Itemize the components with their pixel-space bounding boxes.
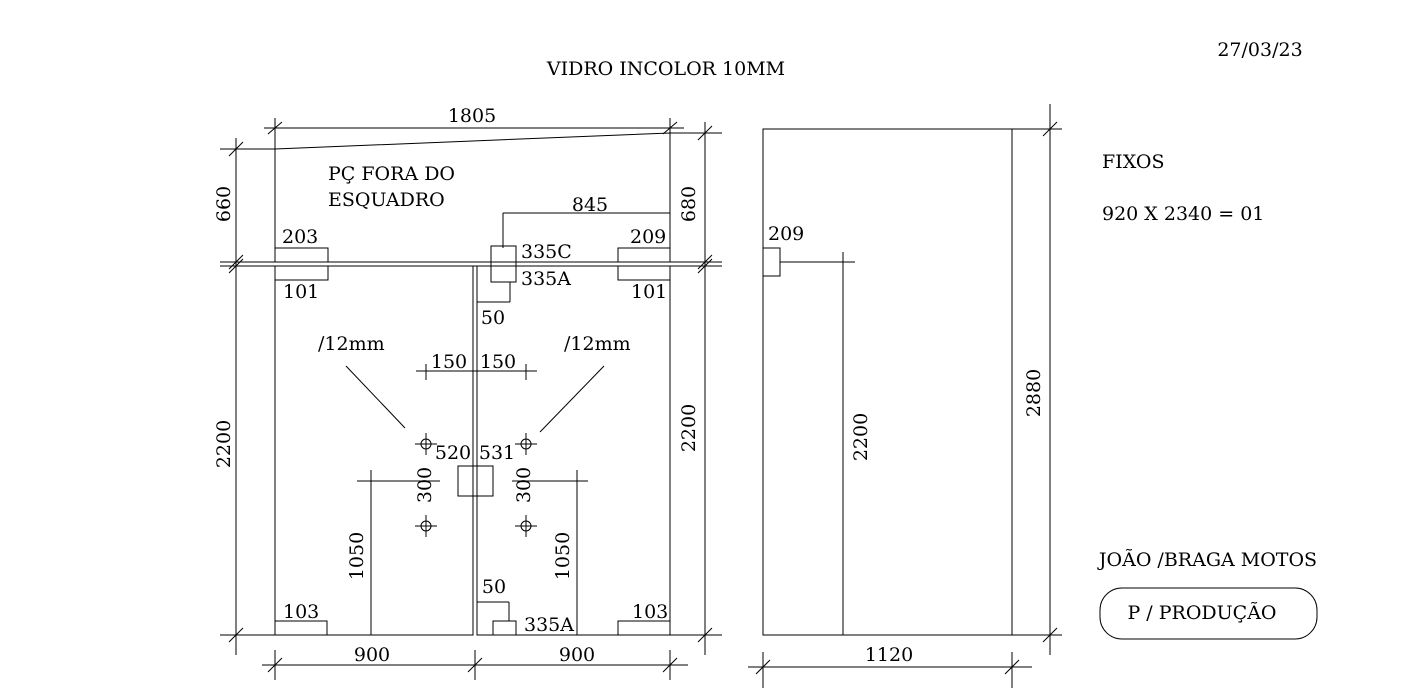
hole-bottom-left: [415, 515, 437, 537]
dim-tick: [697, 258, 713, 274]
dim-tick: [467, 657, 483, 673]
leader-right: [539, 365, 605, 433]
dim-tick: [755, 659, 771, 675]
fitting-101-left: [274, 265, 329, 281]
fitting-209-fixed: [762, 247, 781, 277]
fitting-101-right: [617, 265, 671, 281]
hole-top-right: [515, 433, 537, 455]
dim-left-upper-height: 660: [213, 186, 235, 222]
left-elevation: 1805 660 2200 680 2200 PÇ FORA DO ESQUAD…: [213, 105, 722, 680]
dim-1120: 1120: [865, 644, 913, 666]
dim-2200-fixed: 2200: [850, 413, 872, 461]
hole-bottom-right: [515, 515, 537, 537]
dim-tick: [1042, 627, 1058, 643]
dim-tick: [1042, 121, 1058, 137]
dim-300-right: 300: [513, 467, 535, 503]
dim-150-right: 150: [480, 351, 516, 373]
dim-tick: [228, 141, 244, 157]
dim-2880: 2880: [1023, 369, 1045, 417]
label-335c: 335C: [521, 241, 572, 263]
production-stamp-label: P / PRODUÇÃO: [1127, 602, 1276, 624]
fixed-glass-outline: [762, 128, 1013, 636]
label-101-left: 101: [283, 281, 319, 303]
dim-tick: [697, 627, 713, 643]
hole-label-left: ∕12mm: [318, 333, 385, 355]
label-209: 209: [630, 226, 666, 248]
right-elevation: 209 2200 2880 1120: [748, 104, 1062, 688]
dim-tick: [697, 254, 713, 270]
dim-tick: [228, 258, 244, 274]
label-335a-top: 335A: [521, 268, 571, 290]
label-203: 203: [282, 226, 318, 248]
dim-845: 845: [572, 194, 608, 216]
door-leaf-left: [274, 265, 474, 636]
fitting-103-left: [274, 620, 328, 636]
fixed-label: FIXOS: [1102, 151, 1164, 173]
dim-top-width: 1805: [448, 105, 496, 127]
dim-tick: [1004, 659, 1020, 675]
dim-1050-left: 1050: [346, 532, 368, 580]
label-335a-bottom: 335A: [524, 614, 574, 636]
dim-tick: [662, 657, 678, 673]
door-leaf-right: [476, 265, 671, 636]
dim-tick: [228, 627, 244, 643]
note-line-1: PÇ FORA DO: [328, 163, 455, 185]
dim-tick: [662, 121, 678, 135]
dim-tick: [267, 657, 283, 673]
dim-50-bottom: 50: [482, 576, 506, 598]
fitting-335c: [490, 245, 517, 283]
label-103-left: 103: [283, 601, 319, 623]
dim-bottom-width-right: 900: [559, 644, 595, 666]
production-stamp-box: [1099, 587, 1318, 640]
dim-bottom-width-left: 900: [354, 644, 390, 666]
hole-label-right: ∕12mm: [564, 333, 631, 355]
fitting-520-531: [457, 465, 494, 497]
dim-1050-right: 1050: [552, 532, 574, 580]
fitting-103-right: [617, 620, 671, 636]
client-name: JOÃO /BRAGA MOTOS: [1097, 549, 1317, 571]
label-531: 531: [479, 442, 515, 464]
fixed-spec: 920 X 2340 = 01: [1102, 203, 1264, 225]
dim-50-top: 50: [481, 307, 505, 329]
dim-right-upper-height: 680: [678, 186, 700, 222]
leader-left: [345, 365, 406, 429]
fitting-203: [274, 247, 329, 263]
hole-top-left: [415, 433, 437, 455]
dim-left-lower-height: 2200: [213, 420, 235, 468]
label-101-right: 101: [631, 281, 667, 303]
dim-tick: [267, 121, 283, 135]
dim-tick: [697, 125, 713, 141]
label-520: 520: [435, 442, 471, 464]
label-103-right: 103: [632, 601, 668, 623]
fitting-335a-bottom: [492, 620, 517, 636]
dim-right-lower-height: 2200: [678, 404, 700, 452]
label-209-fixed: 209: [768, 223, 804, 245]
dim-300-left: 300: [414, 467, 436, 503]
note-line-2: ESQUADRO: [328, 189, 445, 211]
dim-tick: [228, 254, 244, 270]
drawing-title: VIDRO INCOLOR 10MM: [546, 58, 785, 80]
drawing-date: 27/03/23: [1217, 39, 1302, 61]
dim-150-left: 150: [431, 351, 467, 373]
fitting-209: [617, 247, 671, 263]
